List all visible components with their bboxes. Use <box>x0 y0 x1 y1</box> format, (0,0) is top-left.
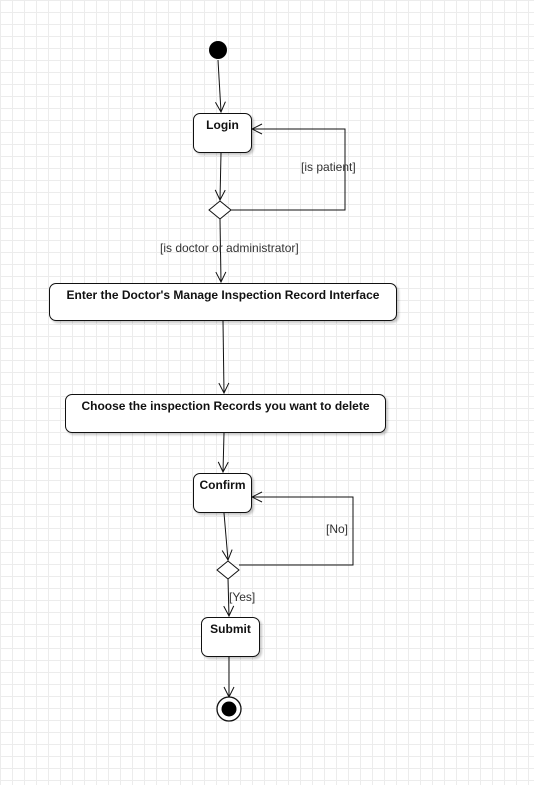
decision-node-role <box>208 200 232 220</box>
action-submit: Submit <box>201 617 260 657</box>
flow-start-login <box>218 59 221 112</box>
action-login-label: Login <box>206 118 239 132</box>
guard-is-patient: [is patient] <box>301 160 356 174</box>
action-choose-records-label: Choose the inspection Records you want t… <box>81 399 370 413</box>
action-confirm: Confirm <box>193 473 252 513</box>
final-node <box>216 696 242 722</box>
action-manage-interface: Enter the Doctor's Manage Inspection Rec… <box>49 283 397 321</box>
initial-node <box>209 41 227 59</box>
flow-choose-confirm <box>223 432 224 472</box>
flow-manage-choose <box>223 320 224 393</box>
flow-login-decision1 <box>220 152 221 200</box>
flow-decision1-login-loop <box>231 129 346 211</box>
flow-confirm-decision2 <box>224 512 228 560</box>
flow-decision2-submit <box>228 578 229 616</box>
action-choose-records: Choose the inspection Records you want t… <box>65 394 386 433</box>
flow-decision2-confirm-loop <box>239 497 354 566</box>
guard-is-doctor-or-administrator: [is doctor or administrator] <box>160 241 299 255</box>
action-confirm-label: Confirm <box>199 478 246 492</box>
guard-no: [No] <box>326 522 349 536</box>
decision-node-confirm <box>216 560 240 580</box>
flow-decision1-manage <box>220 218 221 282</box>
action-manage-interface-label: Enter the Doctor's Manage Inspection Rec… <box>66 288 380 302</box>
action-submit-label: Submit <box>210 622 251 636</box>
action-login: Login <box>193 113 252 153</box>
guard-yes: [Yes] <box>229 590 256 604</box>
